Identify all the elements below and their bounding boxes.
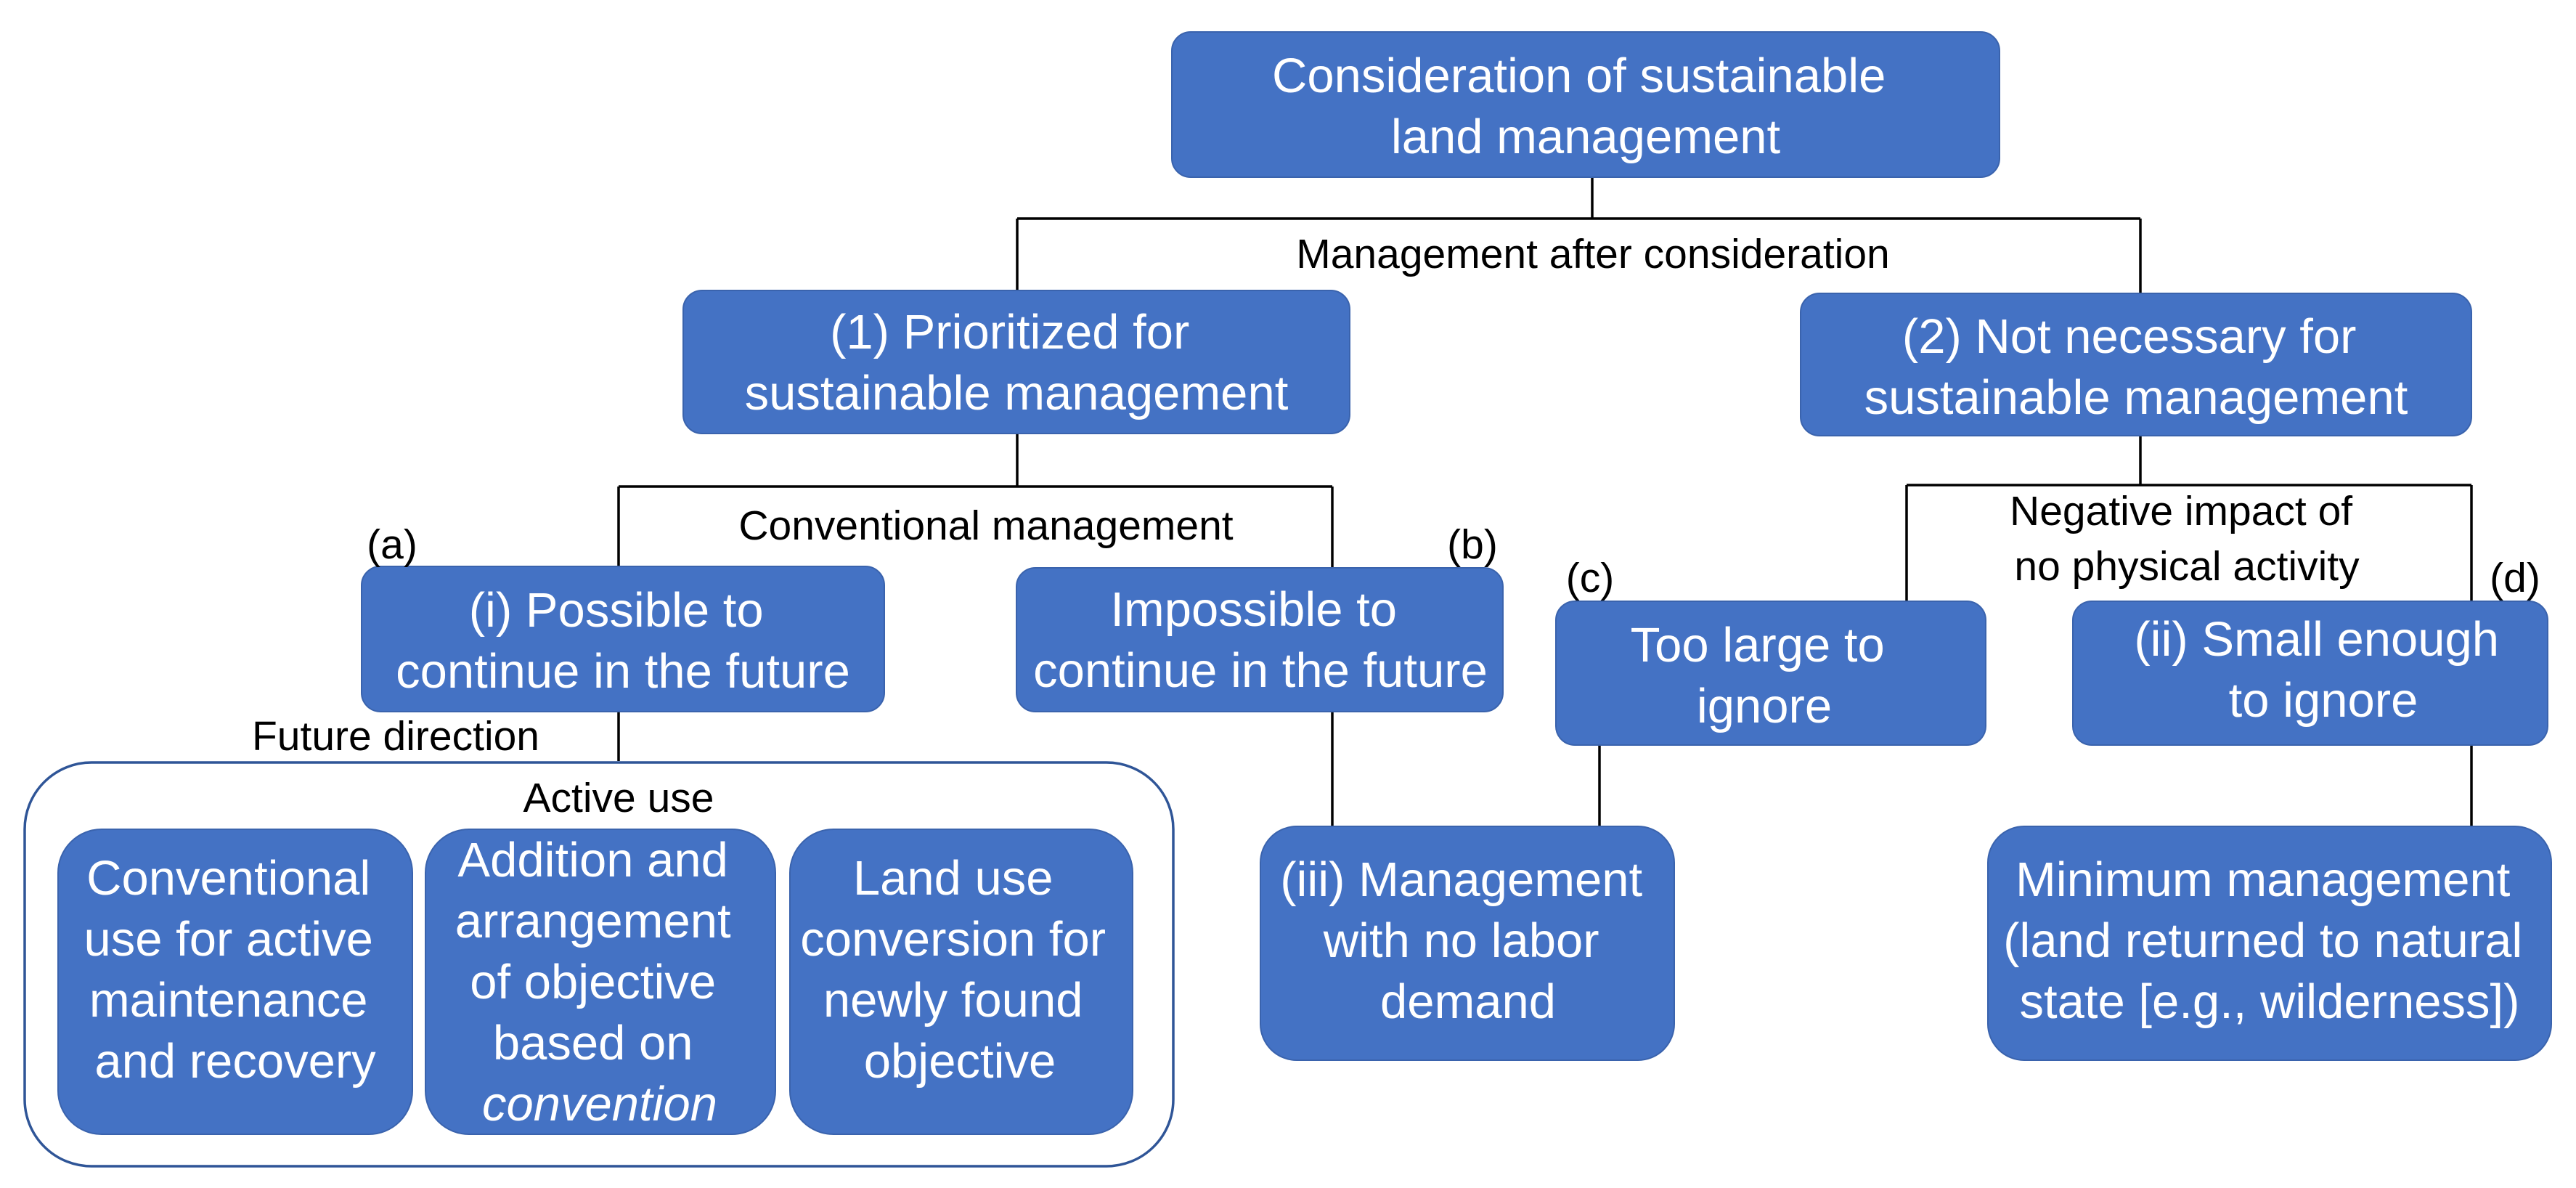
- svg-text:Negative impact of no phys: Negative impact of no physical activity: [2010, 488, 2364, 590]
- node-too-large-line-2: ignore: [1697, 679, 1832, 733]
- node-not-necessary-line-1: (2) Not necessary for: [1902, 309, 2357, 364]
- corner-label-d: (d): [2490, 555, 2540, 601]
- node-root: Consideration of sustainable land manage…: [1171, 31, 2000, 178]
- svg-text:(2) Not necessary for su: (2) Not necessary for sustainable manage…: [1864, 309, 2408, 425]
- node-prioritized-line-2: sustainable management: [745, 366, 1289, 420]
- node-conventional-use-line-3: maintenance: [89, 973, 368, 1028]
- node-land-use-line-4: objective: [864, 1034, 1056, 1089]
- node-no-labor-line-3: demand: [1380, 975, 1556, 1029]
- corner-label-b: (b): [1447, 521, 1498, 568]
- edge-label-future-direction: Future direction: [252, 713, 539, 760]
- node-no-labor: (iii) Management with no labor demand: [1260, 826, 1675, 1061]
- node-land-use-line-2: conversion for: [800, 912, 1106, 967]
- edge-label-conventional-management: Conventional management: [738, 503, 1233, 549]
- node-no-labor-line-1: (iii) Management: [1280, 853, 1642, 907]
- svg-text:Consideration of sustainable: Consideration of sustainable land manage…: [1272, 49, 1899, 164]
- node-conventional-use: Conventional use for active maintenance …: [57, 829, 413, 1135]
- connectors: [617, 177, 2473, 826]
- node-small-enough-line-2: to ignore: [2229, 673, 2418, 728]
- node-not-necessary-line-2: sustainable management: [1864, 370, 2408, 425]
- svg-text:(iii) Management with no: (iii) Management with no labor demand: [1280, 853, 1656, 1029]
- connector-not-necessary-to-level2: [1905, 436, 2473, 601]
- node-prioritized: (1) Prioritized for sustainable manageme…: [682, 290, 1350, 434]
- node-addition-line-2: arrangement: [455, 894, 731, 948]
- node-root-line-2: land management: [1391, 110, 1781, 164]
- node-possible-line-2: continue in the future: [396, 644, 850, 699]
- node-possible: (i) Possible to continue in the future: [361, 566, 885, 712]
- node-conventional-use-line-4: and recovery: [94, 1034, 376, 1089]
- svg-text:(1) Prioritized for sust: (1) Prioritized for sustainable manageme…: [745, 305, 1289, 420]
- node-minimum-line-1: Minimum management: [2015, 853, 2511, 907]
- node-impossible-line-2: continue in the future: [1033, 643, 1488, 698]
- corner-label-a: (a): [367, 521, 417, 568]
- svg-text:Too large to ignore: Too large to ignore: [1631, 618, 1899, 733]
- node-small-enough-line-1: (ii) Small enough: [2134, 612, 2499, 667]
- svg-text:Addition and arrangement: Addition and arrangement of objective ba…: [455, 833, 745, 1131]
- node-land-use-line-3: newly found: [823, 973, 1083, 1028]
- edge-label-management-after: Management after consideration: [1296, 231, 1889, 277]
- svg-text:Minimum management (land: Minimum management (land returned to nat…: [2003, 853, 2536, 1029]
- node-minimum-line-3: state [e.g., wilderness]): [2020, 975, 2520, 1029]
- svg-text:Impossible to continue i: Impossible to continue in the future: [1033, 582, 1488, 698]
- node-not-necessary: (2) Not necessary for sustainable manage…: [1800, 293, 2472, 436]
- node-minimum: Minimum management (land returned to nat…: [1987, 826, 2552, 1061]
- node-land-use: Land use conversion for newly found obje…: [789, 829, 1133, 1135]
- edge-label-negative-impact-line-1: Negative impact of: [2010, 488, 2352, 534]
- edge-label-negative-impact-line-2: no physical activity: [2014, 543, 2360, 590]
- node-small-enough: (ii) Small enough to ignore: [2072, 601, 2548, 746]
- node-addition-line-1: Addition and: [457, 833, 728, 887]
- node-addition-line-5: convention: [482, 1077, 717, 1131]
- node-impossible-line-1: Impossible to: [1110, 582, 1397, 637]
- node-possible-line-1: (i) Possible to: [469, 583, 764, 638]
- corner-label-c: (c): [1566, 555, 1614, 601]
- node-prioritized-line-1: (1) Prioritized for: [830, 305, 1189, 359]
- node-too-large: Too large to ignore: [1555, 601, 1986, 746]
- node-addition-line-4: based on: [493, 1016, 693, 1070]
- node-too-large-line-1: Too large to: [1631, 618, 1885, 672]
- node-conventional-use-line-2: use for active: [83, 912, 372, 967]
- node-minimum-line-2: (land returned to natural: [2003, 914, 2522, 968]
- node-addition: Addition and arrangement of objective ba…: [425, 829, 776, 1135]
- node-conventional-use-line-1: Conventional: [86, 851, 370, 906]
- node-land-use-line-1: Land use: [853, 851, 1053, 906]
- node-impossible: Impossible to continue in the future: [1016, 567, 1504, 712]
- node-addition-line-3: of objective: [470, 955, 716, 1009]
- svg-text:(ii) Small enough to ign: (ii) Small enough to ignore: [2134, 612, 2512, 728]
- connector-root-to-level1: [1016, 177, 2142, 293]
- node-no-labor-line-2: with no labor: [1323, 914, 1599, 968]
- svg-text:Land use conversion for: Land use conversion for newly found obje…: [800, 851, 1119, 1089]
- svg-text:Conventional use for act: Conventional use for active maintenance …: [83, 851, 386, 1089]
- edge-label-active-use: Active use: [523, 775, 714, 821]
- node-root-line-1: Consideration of sustainable: [1272, 49, 1886, 103]
- svg-text:(i) Possible to continue: (i) Possible to continue in the future: [396, 583, 850, 699]
- connector-prioritized-to-level2: [617, 434, 1334, 568]
